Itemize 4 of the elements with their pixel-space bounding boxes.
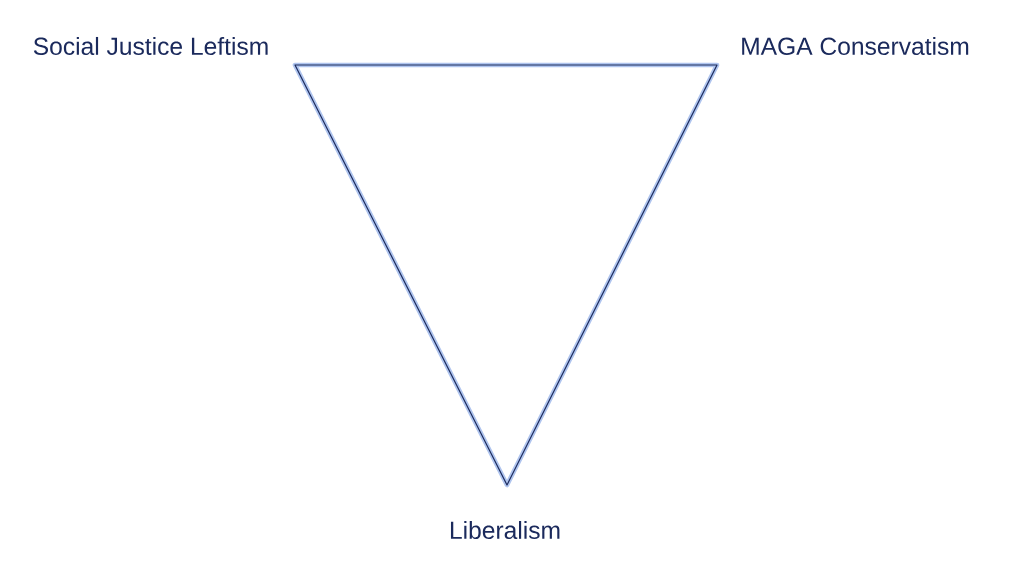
vertex-label: Liberalism bbox=[450, 520, 560, 540]
triangle bbox=[292, 62, 720, 488]
vertex-label: Social Justice Leftism bbox=[33, 36, 268, 56]
vertex-label: MAGA Conservatism bbox=[742, 36, 969, 56]
